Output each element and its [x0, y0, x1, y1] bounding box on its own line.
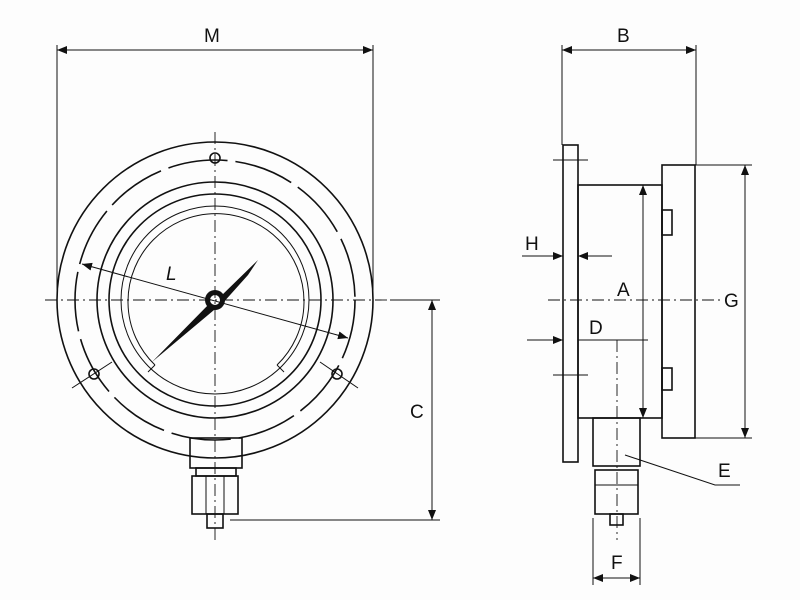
- label-E: E: [718, 461, 731, 482]
- side-view: [522, 45, 752, 585]
- label-M: M: [204, 26, 220, 47]
- label-H: H: [525, 234, 539, 255]
- label-G: G: [724, 291, 739, 312]
- label-L: L: [166, 264, 177, 285]
- side-socket: [592, 417, 641, 467]
- socket: [189, 437, 243, 469]
- label-B: B: [617, 26, 630, 47]
- nipple: [206, 513, 224, 529]
- scale-arc: [127, 213, 305, 366]
- mounting-hole-right: [331, 368, 343, 380]
- mounting-hole-left: [88, 368, 100, 380]
- label-C: C: [410, 402, 424, 423]
- label-A: A: [617, 280, 630, 301]
- front-view: [45, 45, 440, 540]
- label-D: D: [589, 318, 603, 339]
- side-hex-nut: [594, 469, 639, 515]
- side-flange: [562, 144, 579, 463]
- label-F: F: [611, 553, 623, 574]
- side-case: [577, 184, 663, 419]
- side-bezel: [661, 164, 696, 439]
